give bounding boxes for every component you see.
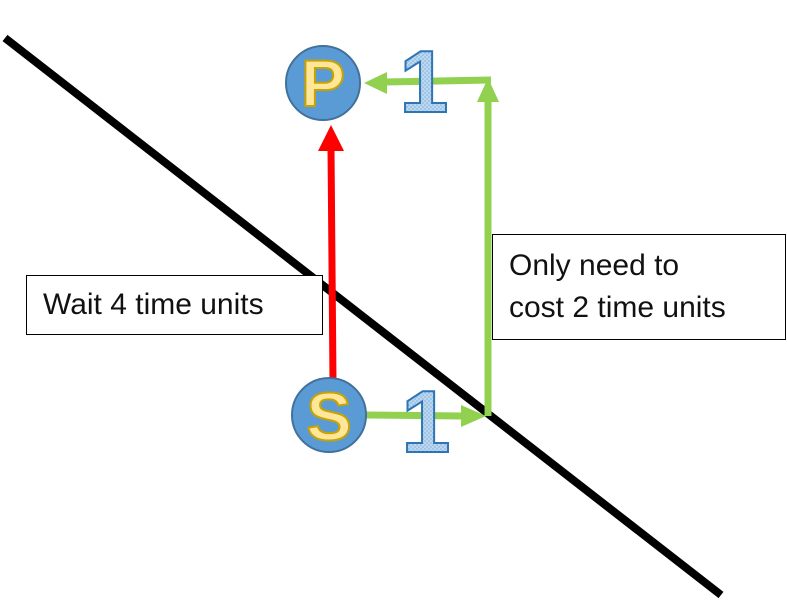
cost-label-line-1: Only need to bbox=[509, 249, 680, 282]
cost-label-bottom: 1 bbox=[402, 372, 451, 471]
cost-label-line-2: cost 2 time units bbox=[509, 291, 726, 324]
wait-label-box: Wait 4 time units bbox=[26, 275, 323, 335]
green-arrow-path bbox=[364, 72, 499, 427]
node-p: P bbox=[285, 45, 361, 121]
node-p-circle bbox=[285, 45, 361, 121]
node-s-letter: S bbox=[306, 379, 351, 455]
node-s-circle bbox=[291, 377, 367, 453]
node-p-letter: P bbox=[301, 46, 345, 120]
cost-label-box: Only need to cost 2 time units bbox=[492, 234, 786, 340]
red-arrow bbox=[318, 125, 344, 383]
wait-label-text: Wait 4 time units bbox=[43, 288, 264, 321]
diagonal-divider-line bbox=[2, 34, 724, 599]
node-s: S bbox=[291, 377, 367, 456]
cost-label-top: 1 bbox=[400, 32, 449, 131]
